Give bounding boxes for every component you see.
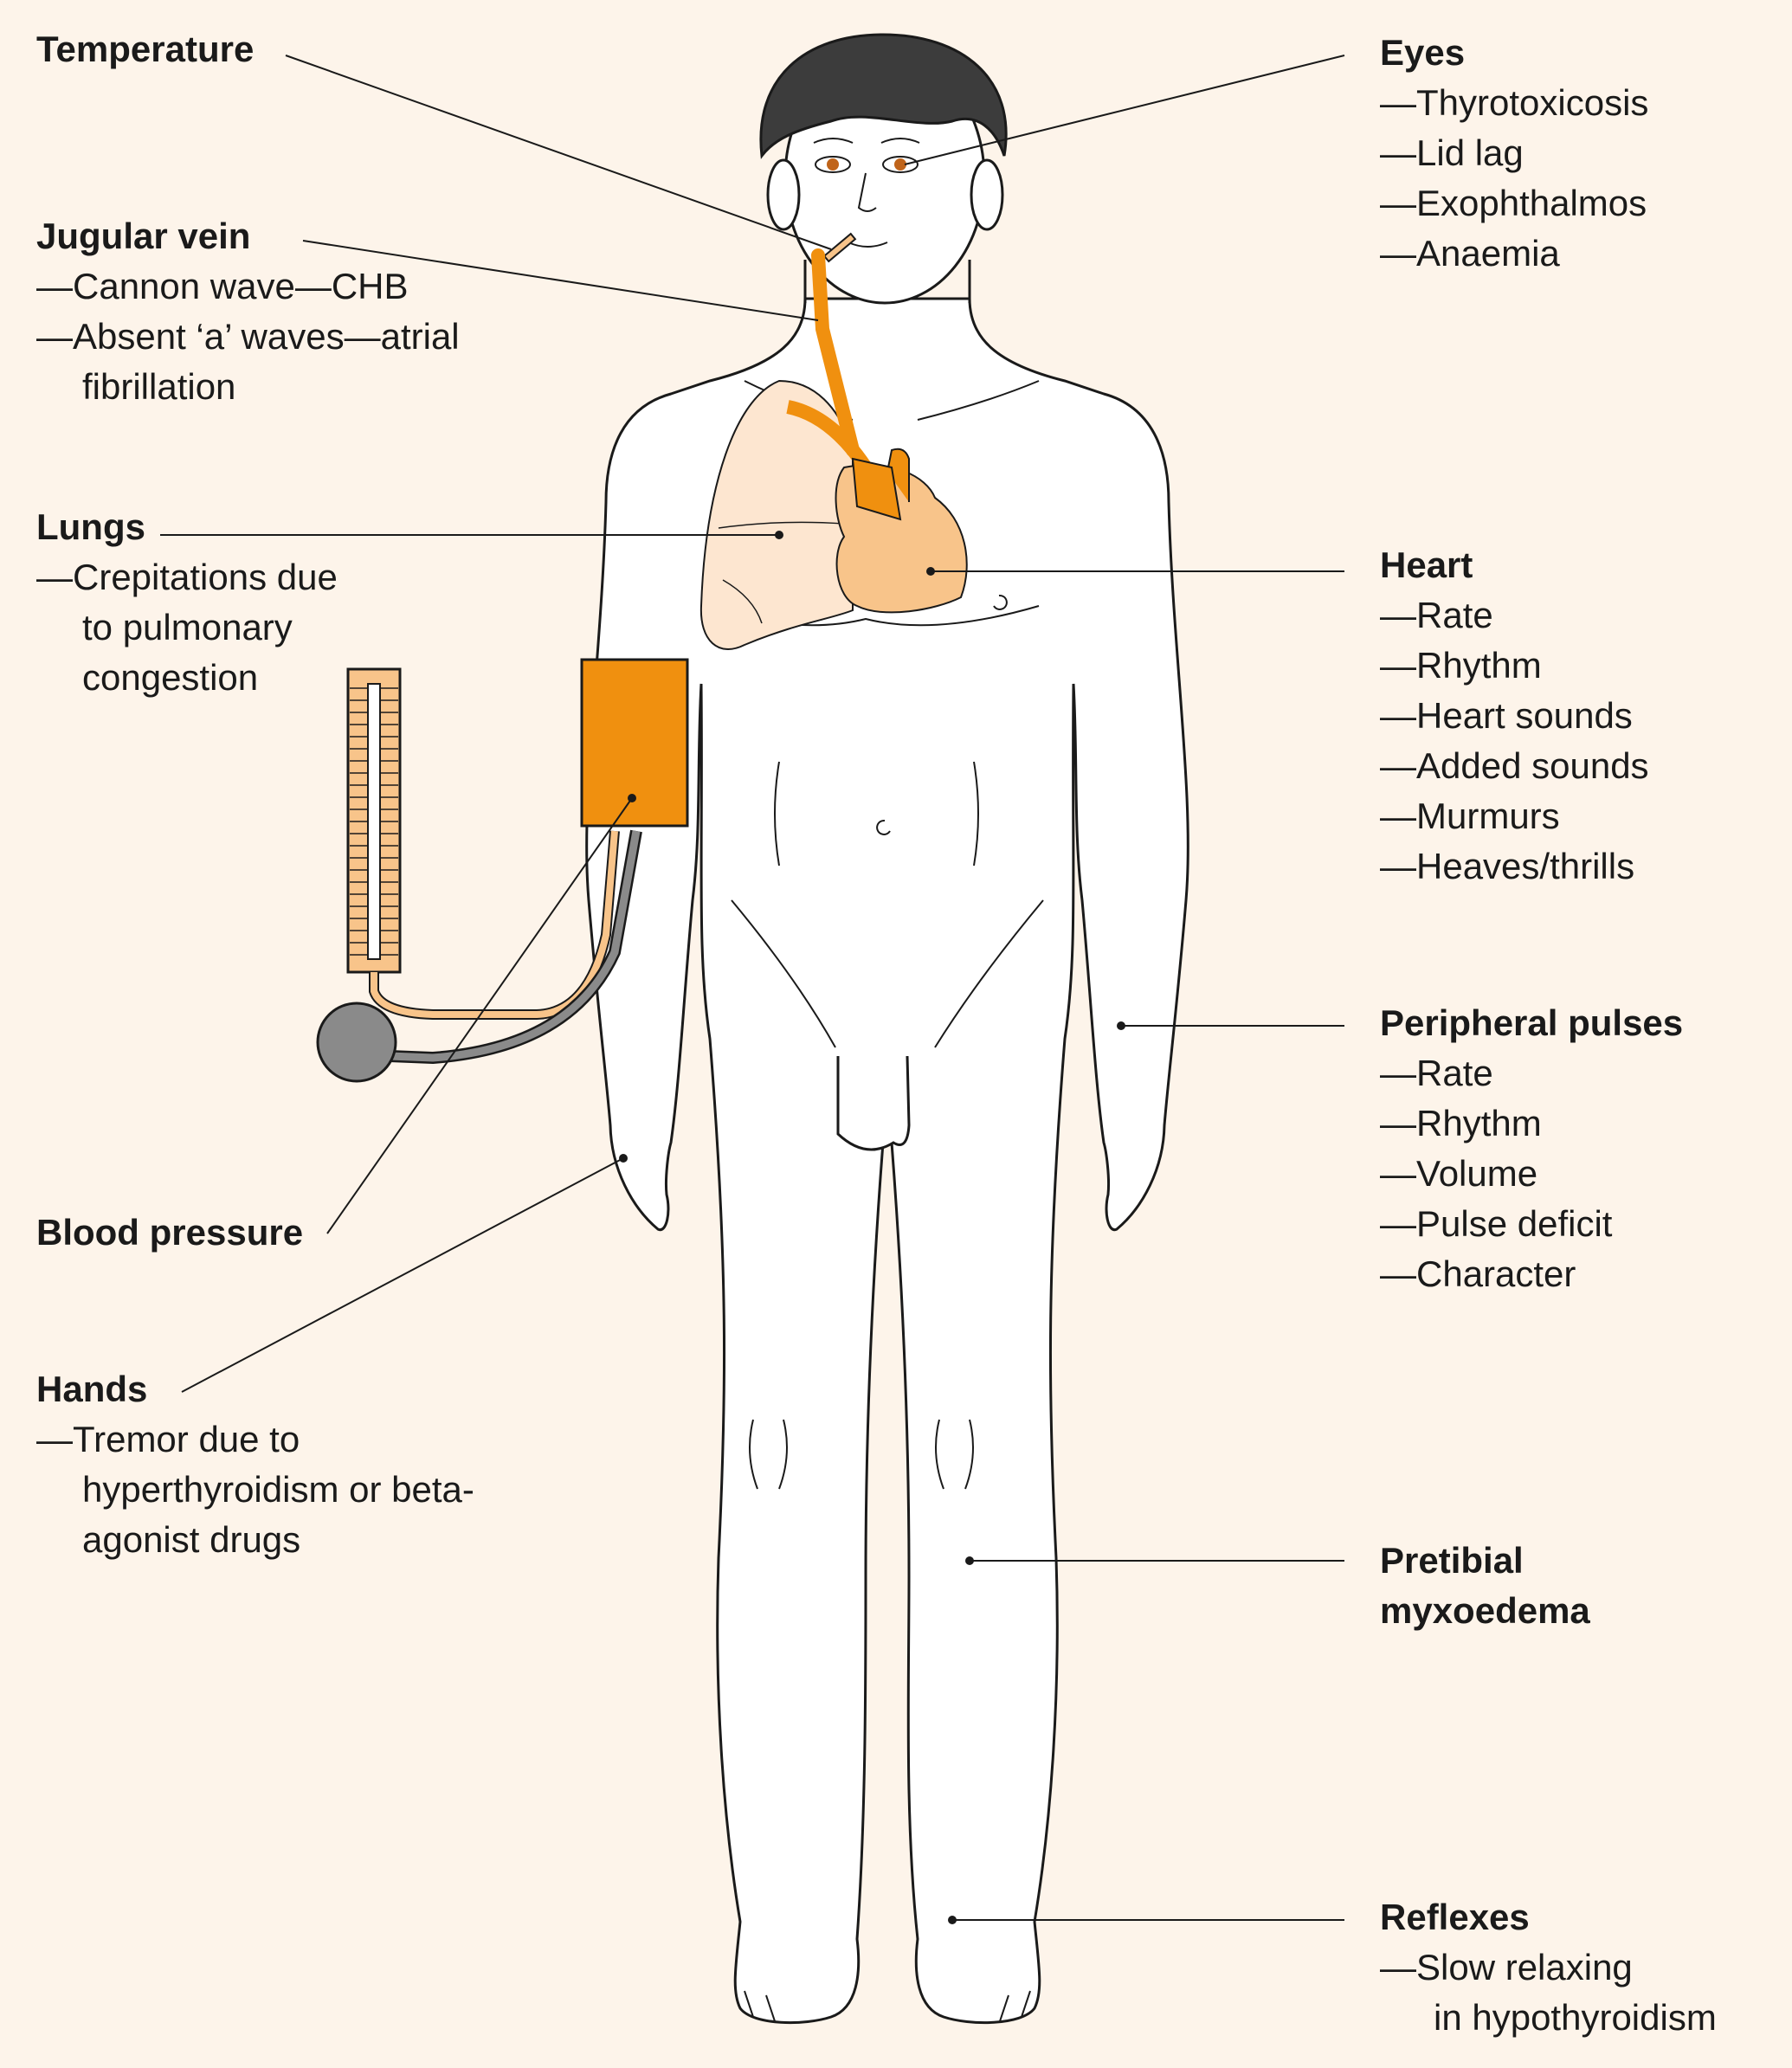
- label-jugular-item: —Absent ‘a’ waves—atrial: [36, 316, 460, 357]
- manometer-hose: [369, 830, 620, 1020]
- label-reflexes-item: in hypothyroidism: [1434, 1997, 1717, 2038]
- dot-reflexes: [948, 1916, 957, 1924]
- label-heart-item: —Rhythm: [1380, 645, 1542, 686]
- label-heart-item: —Heaves/thrills: [1380, 846, 1635, 886]
- leader-hands: [181, 1157, 624, 1393]
- label-lungs-item: —Crepitations due: [36, 557, 338, 597]
- label-pretibial-title-2: myxoedema: [1380, 1590, 1590, 1631]
- nipple: [993, 594, 1008, 610]
- label-blood-pressure: Blood pressure: [36, 1208, 303, 1258]
- label-eyes-item: —Anaemia: [1380, 233, 1560, 274]
- label-heart: Heart —Rate —Rhythm —Heart sounds —Added…: [1380, 540, 1649, 892]
- label-peripheral-item: —Rate: [1380, 1053, 1493, 1093]
- dot-lungs: [775, 531, 783, 539]
- label-lungs-item: to pulmonary: [82, 607, 293, 647]
- mouth: [848, 242, 888, 248]
- left-ear: [766, 158, 801, 231]
- label-eyes-item: —Exophthalmos: [1380, 183, 1647, 223]
- label-jugular-item: —Cannon wave—CHB: [36, 266, 409, 306]
- dot-bp: [628, 794, 636, 802]
- dot-peripheral: [1117, 1021, 1125, 1030]
- lung-fissure: [718, 521, 845, 624]
- thermometer: [822, 232, 857, 263]
- nose: [857, 172, 877, 212]
- label-temperature: Temperature: [36, 24, 254, 74]
- leader-dots: [619, 531, 1125, 1924]
- label-lungs-item: congestion: [82, 657, 259, 698]
- label-pretibial-title-1: Pretibial: [1380, 1540, 1524, 1581]
- toes: [744, 1990, 1031, 2022]
- right-iris: [894, 158, 906, 171]
- label-peripheral-item: —Character: [1380, 1253, 1576, 1294]
- label-lungs: Lungs —Crepitations due to pulmonary con…: [36, 502, 338, 703]
- groin: [836, 1055, 911, 1151]
- label-eyes: Eyes —Thyrotoxicosis —Lid lag —Exophthal…: [1380, 28, 1648, 279]
- great-vessels: [851, 457, 902, 521]
- label-peripheral-item: —Volume: [1380, 1153, 1538, 1194]
- dot-heart: [926, 567, 935, 576]
- label-hands-item: agonist drugs: [82, 1519, 301, 1560]
- manometer-hose-fill: [371, 830, 618, 1018]
- manometer-scale: [350, 687, 398, 956]
- label-heart-item: —Added sounds: [1380, 745, 1649, 786]
- leader-lines: [160, 55, 1345, 1921]
- label-jugular-item: fibrillation: [82, 366, 236, 407]
- bp-bulb: [316, 1002, 397, 1083]
- brows: [813, 138, 920, 144]
- label-hands-item: hyperthyroidism or beta-: [82, 1469, 474, 1510]
- right-ear: [970, 158, 1004, 231]
- label-heart-item: —Heart sounds: [1380, 695, 1633, 736]
- label-eyes-item: —Thyrotoxicosis: [1380, 82, 1649, 123]
- label-hands-title: Hands: [36, 1369, 148, 1409]
- left-iris: [827, 158, 839, 171]
- label-peripheral-item: —Rhythm: [1380, 1103, 1542, 1144]
- neck-outline: [803, 260, 971, 303]
- leader-jugular: [302, 240, 819, 321]
- label-eyes-item: —Lid lag: [1380, 132, 1524, 173]
- groin-lines: [731, 899, 1044, 1048]
- jugular-vein: [811, 248, 860, 457]
- hair: [759, 33, 1008, 159]
- label-jugular: Jugular vein —Cannon wave—CHB —Absent ‘a…: [36, 211, 460, 412]
- leader-temperature: [285, 55, 832, 250]
- label-peripheral-pulses: Peripheral pulses —Rate —Rhythm —Volume …: [1380, 998, 1683, 1299]
- label-heart-item: —Murmurs: [1380, 796, 1560, 836]
- label-blood-pressure-title: Blood pressure: [36, 1212, 304, 1253]
- leader-eyes: [904, 55, 1345, 165]
- label-eyes-title: Eyes: [1380, 32, 1466, 73]
- navel: [876, 819, 891, 835]
- vessel: [786, 400, 872, 472]
- knee-lines: [749, 1419, 974, 1490]
- label-hands: Hands —Tremor due to hyperthyroidism or …: [36, 1364, 474, 1565]
- label-reflexes-item: —Slow relaxing: [1380, 1947, 1633, 1987]
- label-temperature-title: Temperature: [36, 29, 255, 69]
- label-peripheral-item: —Pulse deficit: [1380, 1203, 1613, 1244]
- leader-bp: [326, 797, 633, 1234]
- label-lungs-title: Lungs: [36, 506, 145, 547]
- label-heart-title: Heart: [1380, 544, 1473, 585]
- label-jugular-title: Jugular vein: [36, 216, 251, 256]
- dot-hands: [619, 1154, 628, 1163]
- label-reflexes-title: Reflexes: [1380, 1897, 1530, 1937]
- manometer-tube: [367, 683, 381, 960]
- bulb-hose-fill: [389, 830, 641, 1062]
- label-hands-item: —Tremor due to: [36, 1419, 300, 1459]
- label-heart-item: —Rate: [1380, 595, 1493, 635]
- label-peripheral-title: Peripheral pulses: [1380, 1002, 1684, 1043]
- label-reflexes: Reflexes —Slow relaxing in hypothyroidis…: [1380, 1892, 1717, 2043]
- aorta: [886, 448, 910, 502]
- abdomen-lines: [774, 761, 979, 866]
- label-pretibial: Pretibial myxoedema: [1380, 1536, 1590, 1636]
- dot-pretibial: [965, 1556, 974, 1565]
